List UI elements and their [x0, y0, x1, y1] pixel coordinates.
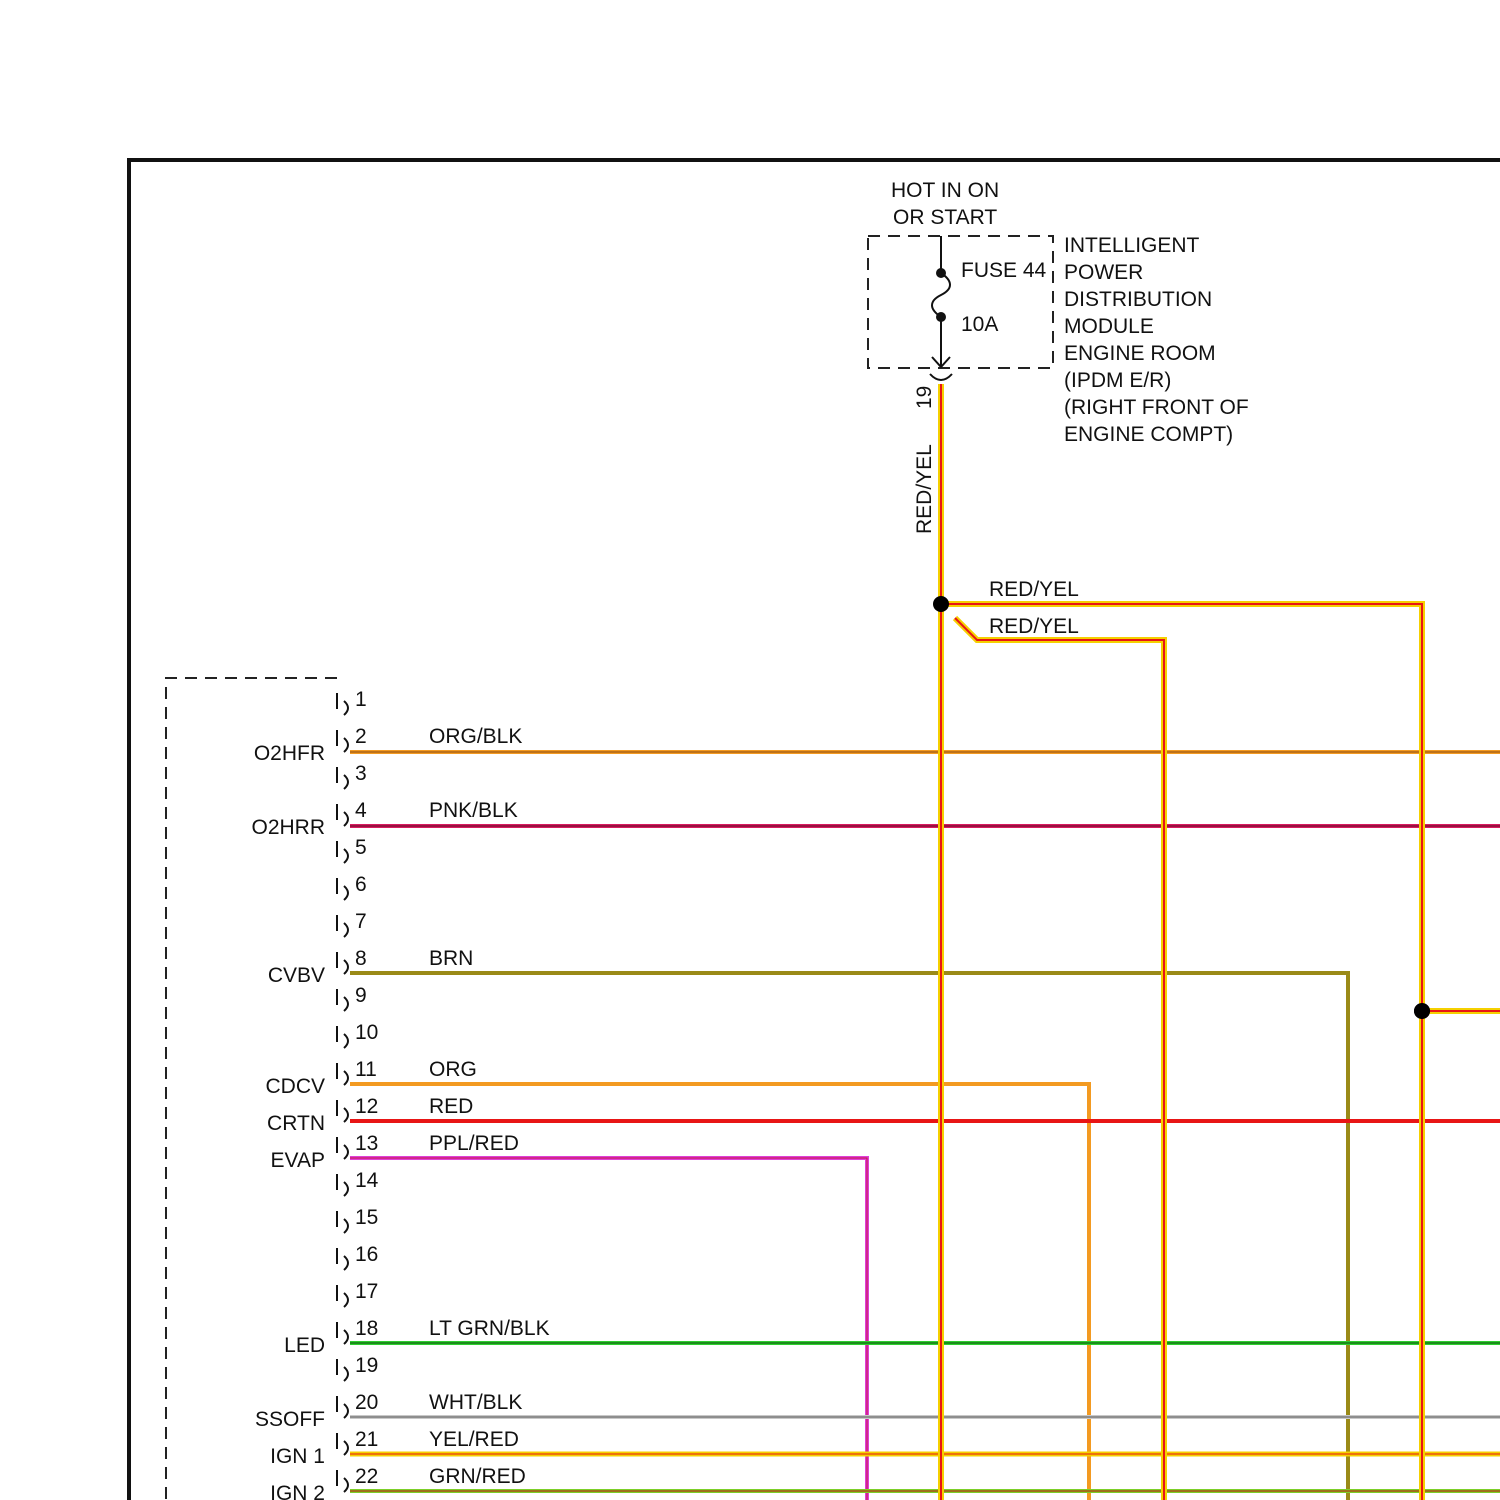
wire-ppl-red [350, 1158, 867, 1500]
wire-color-label: LT GRN/BLK [429, 1317, 550, 1340]
connector-pin-marker [337, 841, 348, 863]
fuse-44-icon [930, 236, 952, 380]
connector-pin-number: 14 [355, 1169, 379, 1192]
module-line: (RIGHT FRONT OF [1064, 396, 1249, 419]
module-line: MODULE [1064, 315, 1154, 338]
connector-pin-marker [337, 952, 348, 974]
module-line: ENGINE ROOM [1064, 342, 1216, 365]
connector-pin-marker [337, 1063, 348, 1085]
wire-color-label: WHT/BLK [429, 1391, 522, 1414]
module-line: ENGINE COMPT) [1064, 423, 1233, 446]
connector-pin-number: 21 [355, 1428, 378, 1451]
ipdm-fuse-box [868, 236, 1053, 368]
branch-second-label: RED/YEL [989, 615, 1079, 638]
connector-pin-number: 18 [355, 1317, 378, 1340]
connector-pin-number: 17 [355, 1280, 378, 1303]
connector-pin-number: 22 [355, 1465, 378, 1488]
connector-pin-marker [337, 804, 348, 826]
connector-pin-marker [337, 1026, 348, 1048]
connector-pin-number: 3 [355, 762, 367, 785]
connector-signal-name: LED [284, 1334, 325, 1357]
module-line: POWER [1064, 261, 1143, 284]
connector-signal-name: CRTN [267, 1112, 325, 1135]
feed-wire-label: RED/YEL [913, 444, 936, 534]
red-yel-wires-top [941, 700, 1430, 1500]
connector-pins [337, 693, 348, 1492]
red-yel-wires [941, 384, 1500, 1500]
hot-label-line2: OR START [893, 206, 997, 229]
connector-pin-marker [337, 693, 348, 715]
wire-brn [350, 973, 1348, 1500]
connector-pin-marker [337, 878, 348, 900]
connector-pin-marker [337, 767, 348, 789]
connector-pin-marker [337, 1322, 348, 1344]
hot-label-line1: HOT IN ON [891, 179, 999, 202]
connector-pin-number: 15 [355, 1206, 378, 1229]
connector-pin-marker [337, 1174, 348, 1196]
wire-color-label: GRN/RED [429, 1465, 526, 1488]
connector-signal-name: CVBV [268, 964, 325, 987]
connector-pin-number: 20 [355, 1391, 378, 1414]
connector-pin-number: 4 [355, 799, 367, 822]
connector-pin-marker [337, 1396, 348, 1418]
connector-signal-name: O2HRR [251, 816, 325, 839]
wire-color-label: RED [429, 1095, 473, 1118]
module-line: DISTRIBUTION [1064, 288, 1212, 311]
connector-signal-name: O2HFR [254, 742, 325, 765]
connector-pin-number: 11 [355, 1058, 377, 1081]
connector-signal-name: CDCV [265, 1075, 325, 1098]
connector-pin-number: 9 [355, 984, 367, 1007]
diagram-frame [129, 160, 1500, 1500]
connector-pin-number: 10 [355, 1021, 378, 1044]
connector-pin-number: 12 [355, 1095, 378, 1118]
connector-signal-name: IGN 2 [270, 1482, 325, 1500]
wire-color-label: YEL/RED [429, 1428, 519, 1451]
connector-signal-name: SSOFF [255, 1408, 325, 1431]
ipdm-module-label: INTELLIGENT POWER DISTRIBUTION MODULE EN… [1064, 234, 1249, 446]
branch-top-label: RED/YEL [989, 578, 1079, 601]
connector-signal-name: IGN 1 [270, 1445, 325, 1468]
wire-color-label: ORG/BLK [429, 725, 522, 748]
connector-pin-marker [337, 1211, 348, 1233]
fuse-rating: 10A [961, 313, 998, 336]
wire-color-label: PNK/BLK [429, 799, 518, 822]
signal-wires [350, 752, 1500, 1500]
connector-signal-name: EVAP [271, 1149, 325, 1172]
connector-pin-marker [337, 1285, 348, 1307]
connector-pin-number: 13 [355, 1132, 378, 1155]
ipdm-output-pin: 19 [913, 386, 936, 409]
connector-pin-number: 16 [355, 1243, 378, 1266]
connector-pin-marker [337, 1470, 348, 1492]
connector-pin-labels: 12O2HFRORG/BLK34O2HRRPNK/BLK5678CVBVBRN9… [251, 688, 549, 1500]
module-line: INTELLIGENT [1064, 234, 1200, 257]
connector-pin-marker [337, 915, 348, 937]
connector-pin-marker [337, 1100, 348, 1122]
connector-pin-marker [337, 1248, 348, 1270]
connector-pin-marker [337, 1433, 348, 1455]
splice-point [933, 596, 949, 612]
connector-pin-marker [337, 1137, 348, 1159]
fuse-label: FUSE 44 [961, 259, 1047, 282]
connector-pin-number: 8 [355, 947, 367, 970]
connector-pin-number: 2 [355, 725, 367, 748]
connector-pin-number: 5 [355, 836, 367, 859]
connector-pin-number: 1 [355, 688, 367, 711]
module-line: (IPDM E/R) [1064, 369, 1171, 392]
connector-pin-marker [337, 989, 348, 1011]
connector-pin-marker [337, 730, 348, 752]
connector-pin-number: 19 [355, 1354, 378, 1377]
connector-pin-marker [337, 1359, 348, 1381]
wire-color-label: BRN [429, 947, 473, 970]
wire-color-label: PPL/RED [429, 1132, 519, 1155]
connector-pin-number: 7 [355, 910, 367, 933]
wire-color-label: ORG [429, 1058, 477, 1081]
connector-pin-number: 6 [355, 873, 367, 896]
